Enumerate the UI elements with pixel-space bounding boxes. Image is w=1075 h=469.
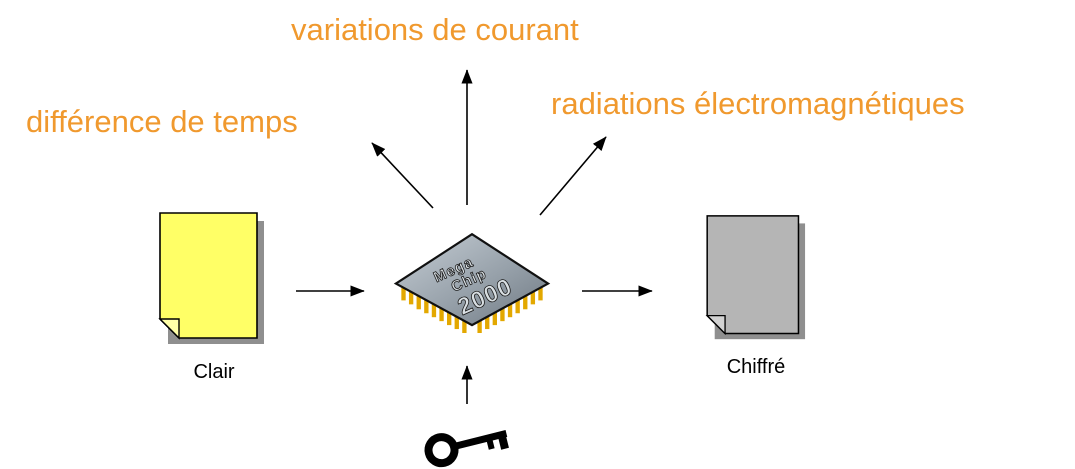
key-shaft bbox=[450, 430, 508, 451]
chip-body bbox=[393, 232, 551, 327]
chip-icon: Mega Chip 2000 bbox=[393, 232, 551, 334]
label-time-difference: différence de temps bbox=[26, 104, 298, 139]
label-current-variations: variations de courant bbox=[291, 12, 579, 47]
key-tooth-1 bbox=[486, 439, 495, 450]
label-plaintext: Clair bbox=[193, 361, 235, 383]
arrow-chip-to-time-difference bbox=[371, 142, 434, 209]
arrow-chip-to-em-radiations bbox=[539, 136, 607, 216]
ciphertext-document-page bbox=[706, 215, 800, 335]
ciphertext-document-fold bbox=[705, 314, 726, 336]
label-em-radiations: radiations électromagnétiques bbox=[551, 86, 965, 121]
plaintext-document-page bbox=[159, 212, 258, 339]
key-icon bbox=[424, 430, 509, 468]
plaintext-document-fold bbox=[158, 318, 180, 340]
label-ciphertext: Chiffré bbox=[726, 356, 786, 378]
plaintext-document bbox=[158, 212, 264, 344]
chip-text: Mega Chip 2000 bbox=[431, 254, 517, 321]
ciphertext-document bbox=[705, 215, 806, 340]
key-tooth-2 bbox=[498, 436, 509, 450]
